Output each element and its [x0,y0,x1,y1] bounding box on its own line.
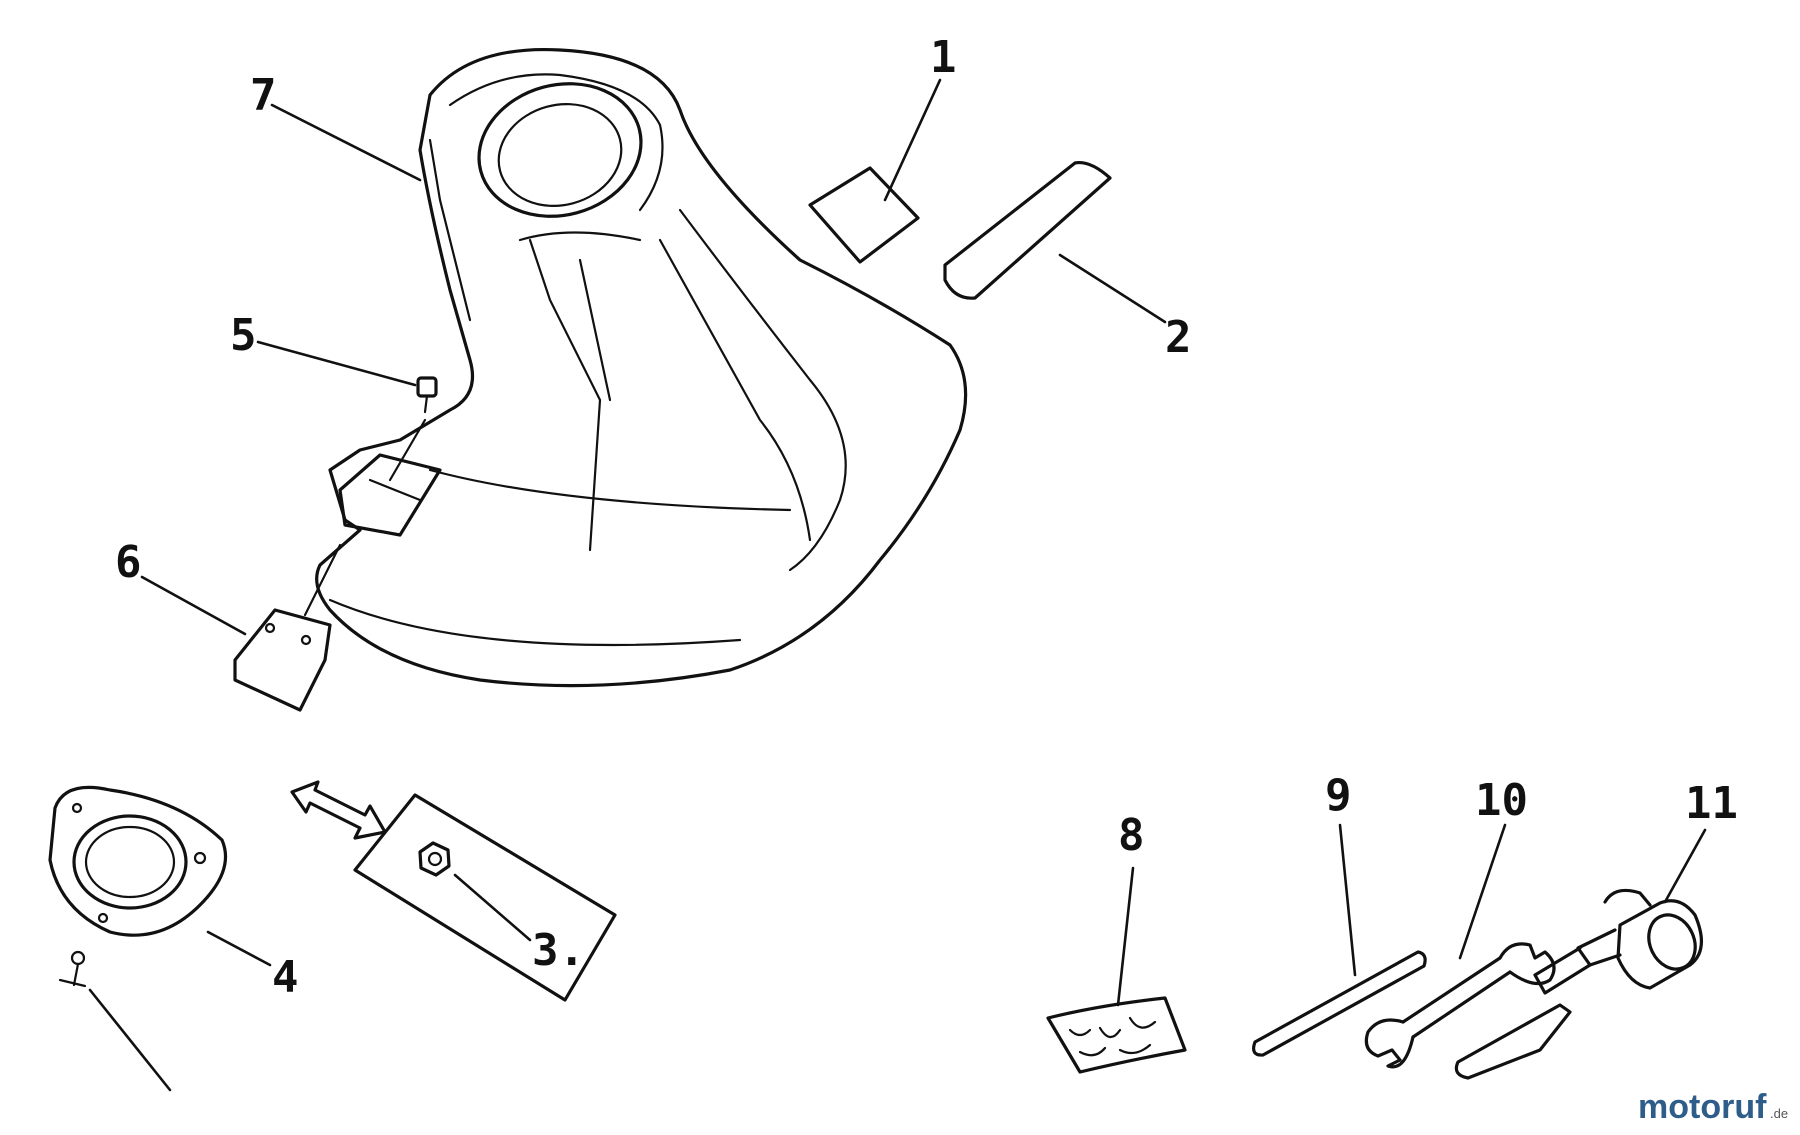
leader-10 [1458,823,1507,960]
leader-9 [1338,823,1357,977]
part-10-wrench [1364,942,1556,1069]
part-8-tool-pouch [1046,996,1187,1074]
leader-1 [883,78,942,202]
part-5-nut [416,376,438,414]
callout-2: 2 [1165,312,1192,363]
callout-10: 10 [1475,775,1528,826]
leader-6 [140,575,247,636]
callout-labels: 1 2 3. 4 5 6 7 8 9 10 11 [115,32,1738,1003]
part-6-clamp-plate [233,543,342,712]
callout-8: 8 [1118,810,1145,861]
leader-pin [88,988,172,1092]
leader-8 [1116,866,1135,1007]
leader-4 [206,930,272,967]
callout-4: 4 [272,952,299,1003]
callout-7: 7 [250,70,277,121]
part-11-spark-plug-wrench [1454,888,1703,1080]
callout-9: 9 [1325,770,1352,821]
part-1-label-small [808,166,920,264]
watermark-suffix: .de [1770,1106,1788,1121]
callout-3: 3. [532,925,585,976]
mount-bracket [338,418,442,537]
callout-1: 1 [930,32,957,83]
leader-lines [88,78,1707,1092]
part-3-instruction-card [353,793,617,1002]
part-2-label-long [943,160,1112,300]
watermark-logo: motoruf .de [1638,1088,1788,1126]
callout-11: 11 [1685,778,1738,829]
part-4-mounting-plate [48,785,228,937]
guard-shield [315,47,968,688]
leader-11 [1663,828,1707,904]
callout-6: 6 [115,537,142,588]
leader-3 [453,873,532,942]
callout-5: 5 [230,310,257,361]
watermark-text: motoruf [1638,1088,1767,1126]
leader-7 [270,103,422,182]
pin-small [58,950,87,988]
leader-2 [1058,253,1167,324]
leader-5 [256,340,417,387]
part-9-rod [1252,950,1427,1057]
double-arrow [290,780,387,840]
